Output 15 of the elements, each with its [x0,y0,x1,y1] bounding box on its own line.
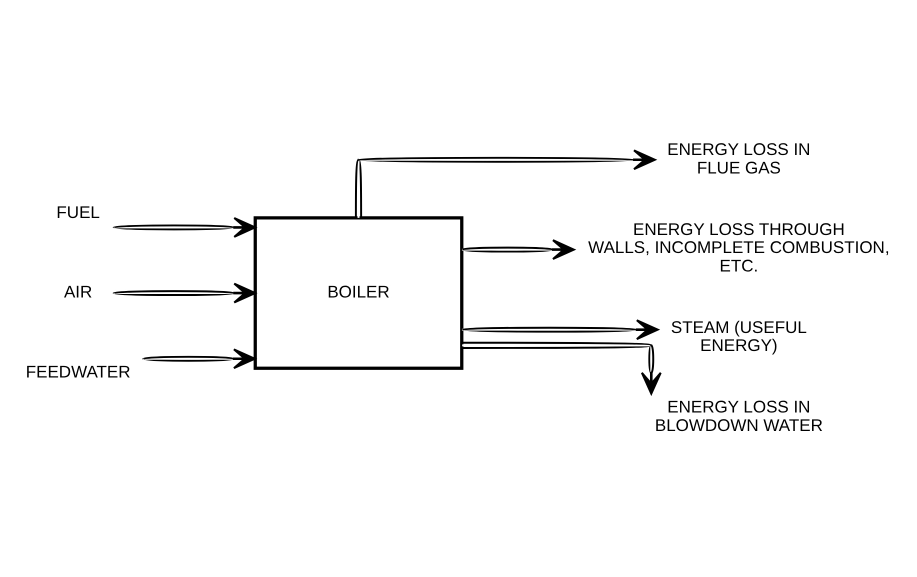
arrow [462,342,662,395]
node-text: STEAM (USEFUL ENERGY) [670,318,807,356]
node-text: ENERGY LOSS IN BLOWDOWN WATER [654,398,823,435]
node-text: FEEDWATER [26,362,131,382]
node-text: ENERGY LOSS THROUGH WALLS, INCOMPLETE COMBUSTION, ETC. [588,220,890,276]
node-box: BOILER [254,216,464,370]
node-text: AIR [64,282,92,302]
arrow [113,282,256,304]
arrow [113,217,256,238]
arrow [142,348,256,370]
arrow [462,239,575,260]
node-text: FUEL [56,202,100,222]
arrow [354,149,656,218]
node-text: ENERGY LOSS IN FLUE GAS [667,140,810,178]
arrow [462,319,659,340]
